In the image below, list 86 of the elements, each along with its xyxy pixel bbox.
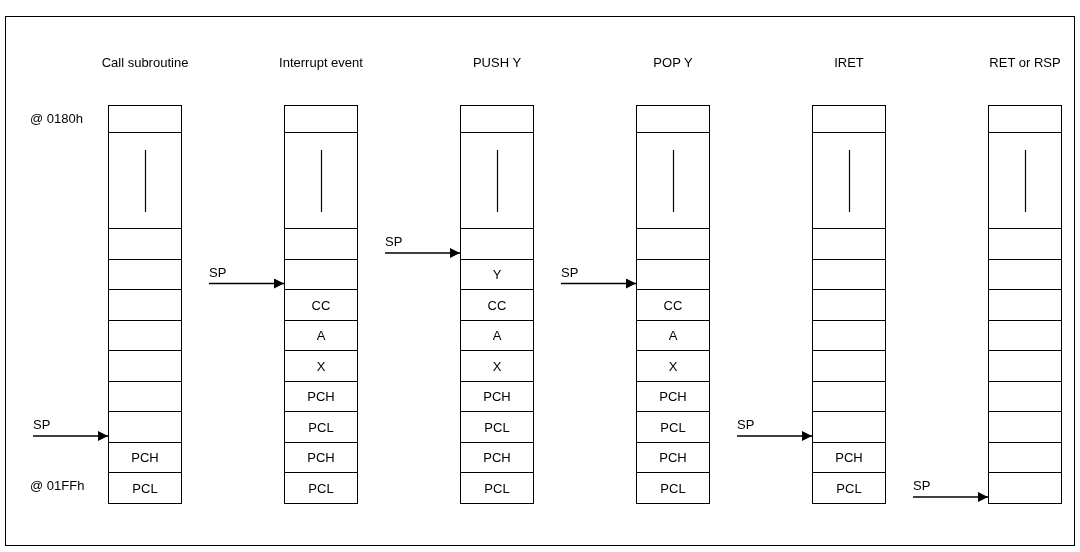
stack-cell bbox=[108, 411, 182, 443]
stack-cell bbox=[988, 472, 1062, 504]
stack-cell: A bbox=[636, 319, 710, 352]
stack-cell bbox=[108, 258, 182, 291]
stack-cell: PCL bbox=[460, 411, 534, 443]
stack-cell bbox=[636, 105, 710, 134]
pointer-label: SP bbox=[33, 417, 51, 432]
stack-cell: X bbox=[284, 350, 358, 382]
stack-cell: PCH bbox=[284, 441, 358, 474]
stack-cell bbox=[812, 411, 886, 443]
arrow bbox=[736, 431, 813, 441]
stack-cell bbox=[284, 132, 358, 230]
arrow bbox=[208, 278, 285, 289]
pointer-label: SP bbox=[561, 264, 579, 280]
stack-cell bbox=[284, 105, 358, 134]
stack-cell: PCH bbox=[636, 441, 710, 474]
stack-cell: PCL bbox=[636, 472, 710, 504]
stack-cell bbox=[988, 411, 1062, 443]
stack-cell bbox=[636, 132, 710, 230]
stack-cell: PCH bbox=[812, 441, 886, 474]
pointer-label: SP bbox=[209, 264, 227, 280]
stack-cell bbox=[988, 441, 1062, 474]
stack-cell bbox=[812, 380, 886, 413]
stack-cell bbox=[108, 132, 182, 230]
stack-cell: PCH bbox=[460, 380, 534, 413]
stack-cell bbox=[812, 132, 886, 230]
stack-cell: PCL bbox=[284, 472, 358, 504]
stack-cell bbox=[812, 289, 886, 321]
stack-cell bbox=[460, 105, 534, 134]
stack-cell bbox=[284, 228, 358, 260]
stack-cell: PCH bbox=[284, 380, 358, 413]
stack-cell bbox=[988, 258, 1062, 291]
stack-cell bbox=[108, 289, 182, 321]
stack-cell: CC bbox=[284, 289, 358, 321]
stack-cell bbox=[108, 105, 182, 134]
stack-cell bbox=[988, 380, 1062, 413]
column-heading: PUSH Y bbox=[471, 54, 523, 72]
stack-cell: A bbox=[284, 319, 358, 352]
stack-cell: CC bbox=[636, 289, 710, 321]
column-heading: IRET bbox=[833, 54, 865, 72]
stack-cell bbox=[988, 132, 1062, 230]
stack-cell: PCH bbox=[636, 380, 710, 413]
address-label: @ 01FFh bbox=[30, 478, 85, 493]
stack-cell bbox=[812, 350, 886, 382]
pointer-label: SP bbox=[913, 478, 931, 493]
column-heading: Interrupt event bbox=[278, 54, 364, 72]
arrow bbox=[912, 492, 989, 502]
stack-cell bbox=[460, 228, 534, 260]
stack-cell: X bbox=[460, 350, 534, 382]
stack-cell bbox=[284, 258, 358, 291]
stack-cell bbox=[636, 228, 710, 260]
stack-cell bbox=[988, 350, 1062, 382]
pointer-label: SP bbox=[385, 234, 403, 249]
stack-cell: PCL bbox=[812, 472, 886, 504]
stack-cell bbox=[108, 228, 182, 260]
arrow bbox=[384, 248, 461, 258]
column-heading: POP Y bbox=[652, 54, 694, 72]
stack-cell: PCH bbox=[108, 441, 182, 474]
stack-cell bbox=[812, 319, 886, 352]
stack-cell: Y bbox=[460, 258, 534, 291]
stack-cell: X bbox=[636, 350, 710, 382]
arrow bbox=[560, 278, 637, 289]
address-label: @ 0180h bbox=[30, 111, 83, 126]
column-heading: RET or RSP bbox=[988, 54, 1062, 72]
stack-cell bbox=[988, 289, 1062, 321]
pointer-label: SP bbox=[737, 417, 755, 432]
column-heading: Call subroutine bbox=[100, 54, 190, 72]
stack-cell bbox=[988, 105, 1062, 134]
stack-cell bbox=[108, 319, 182, 352]
stack-cell: PCL bbox=[108, 472, 182, 504]
stack-cell bbox=[460, 132, 534, 230]
stack-cell: PCL bbox=[460, 472, 534, 504]
stack-cell: A bbox=[460, 319, 534, 352]
stack-cell bbox=[988, 319, 1062, 352]
stack-cell bbox=[812, 105, 886, 134]
stack-cell bbox=[108, 350, 182, 382]
stack-cell bbox=[988, 228, 1062, 260]
stack-cell: PCL bbox=[636, 411, 710, 443]
stack-cell: PCL bbox=[284, 411, 358, 443]
stack-cell: CC bbox=[460, 289, 534, 321]
stack-cell bbox=[108, 380, 182, 413]
arrow bbox=[32, 431, 109, 441]
stack-cell bbox=[812, 258, 886, 291]
stack-cell bbox=[636, 258, 710, 291]
stack-cell bbox=[812, 228, 886, 260]
stack-cell: PCH bbox=[460, 441, 534, 474]
